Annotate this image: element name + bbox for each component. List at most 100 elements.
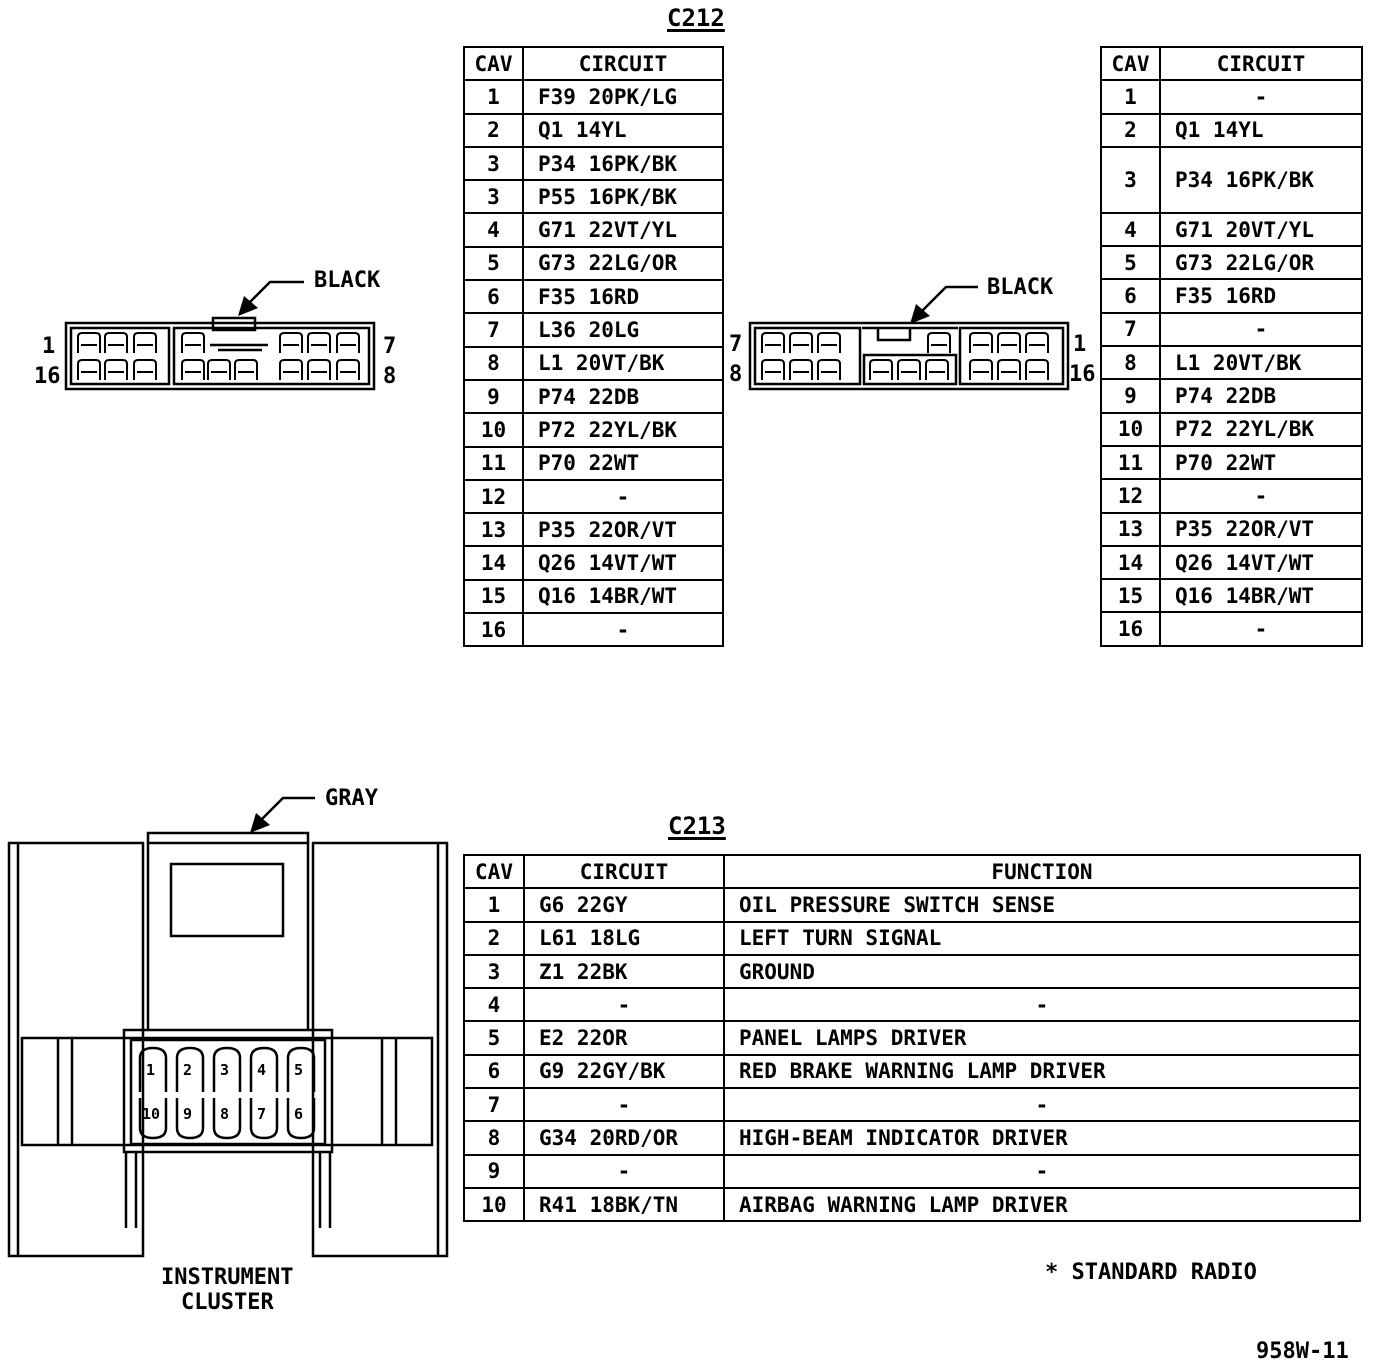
cavity-cell [279,359,303,380]
cavity-cell [286,1046,316,1092]
c213-connector-body [7,831,449,1258]
cav-cell: 9 [463,1153,525,1189]
circuit-cell: P70 22WT [1159,444,1363,481]
cav-cell: 3 [1100,145,1161,214]
cavity-cell [817,359,841,380]
c212-left-connector-face [64,316,376,391]
cav-cell: 11 [463,445,524,481]
cavity-cell [997,332,1021,353]
cavity-cell [336,332,360,353]
circuit-cell: P55 16PK/BK [522,179,724,215]
cav-cell: 8 [463,345,524,381]
circuit-cell: E2 22OR [523,1020,725,1056]
cavity-cell [897,359,921,380]
c213-gray-leader [257,796,315,824]
circuit-cell: G6 22GY [523,887,725,923]
cav-header: CAV [463,853,525,890]
pin-number-label: 7 [257,1105,267,1123]
table-header-row: CAV CIRCUIT FUNCTION [463,853,1361,890]
c212-right-pin-7-label: 7 [729,332,743,357]
cav-cell: 12 [1100,478,1161,514]
circuit-cell: P35 22OR/VT [1159,511,1363,547]
circuit-header: CIRCUIT [1159,45,1363,82]
cav-cell: 15 [1100,578,1161,614]
cavity-cell [133,359,157,380]
cavity-cell [307,332,331,353]
c212-left-pin-16-label: 16 [34,364,61,389]
table-row: 7-- [463,1087,1361,1123]
circuit-cell: - [523,1087,725,1123]
cav-cell: 4 [463,212,524,248]
cav-cell: 3 [463,179,524,215]
cav-cell: 6 [463,1053,525,1090]
c212-right-cavity-cells [761,332,1049,380]
pin-number-label: 5 [294,1061,304,1079]
cavity-cell [817,332,841,353]
cav-cell: 6 [463,279,524,315]
cav-cell: 15 [463,578,524,615]
cav-cell: 16 [1100,611,1161,647]
circuit-cell: P70 22WT [522,445,724,481]
pin-number-label: 6 [294,1105,304,1123]
c212-left-black-leader [245,280,304,307]
cav-cell: 14 [463,545,524,581]
cav-cell: 8 [463,1120,525,1156]
cavity-cell [133,332,157,353]
footnote-standard-radio: * STANDARD RADIO [1045,1260,1257,1285]
cav-cell: 5 [463,245,524,282]
circuit-cell: G71 22VT/YL [522,212,724,248]
c212-right-connector-face [748,321,1070,391]
circuit-cell: P72 22YL/BK [522,412,724,448]
circuit-cell: F35 16RD [1159,278,1363,314]
circuit-cell: Q16 14BR/WT [522,578,724,615]
function-cell: GROUND [723,953,1361,990]
cav-cell: 7 [463,1087,525,1123]
c213-title: C213 [668,812,726,840]
cavity-cell [138,1046,168,1092]
circuit-cell: G73 22LG/OR [522,245,724,282]
table-row: 16- [1100,611,1363,647]
cavity-cell [249,1046,279,1092]
function-header: FUNCTION [723,853,1361,890]
cav-cell: 10 [463,1186,525,1223]
cav-cell: 13 [1100,511,1161,547]
cavity-cell [869,359,893,380]
c212-left-black-label: BLACK [314,268,381,293]
pin-number-label: 3 [220,1061,230,1079]
pin-number-label: 8 [220,1105,230,1123]
cavity-cell [1025,359,1049,380]
circuit-cell: L1 20VT/BK [1159,345,1363,381]
c212-left-pin-7-label: 7 [383,334,397,359]
cav-cell: 7 [463,312,524,348]
cav-cell: 9 [463,378,524,415]
cavity-cell [925,359,949,380]
circuit-cell: R41 18BK/TN [523,1186,725,1223]
c213-cavity-cells [138,1046,316,1140]
cavity-cell [104,359,128,380]
cav-cell: 14 [1100,544,1161,581]
circuit-cell: P74 22DB [522,378,724,415]
circuit-cell: P74 22DB [1159,378,1363,414]
cavity-cell [761,332,785,353]
c212-right-pin-16-label: 16 [1069,362,1096,387]
pin-number-label: 1 [146,1061,156,1079]
circuit-cell: - [1159,478,1363,514]
cavity-cell [207,359,231,380]
function-cell: PANEL LAMPS DRIVER [723,1020,1361,1056]
function-cell: AIRBAG WARNING LAMP DRIVER [723,1186,1361,1223]
cavity-cell [927,332,951,353]
